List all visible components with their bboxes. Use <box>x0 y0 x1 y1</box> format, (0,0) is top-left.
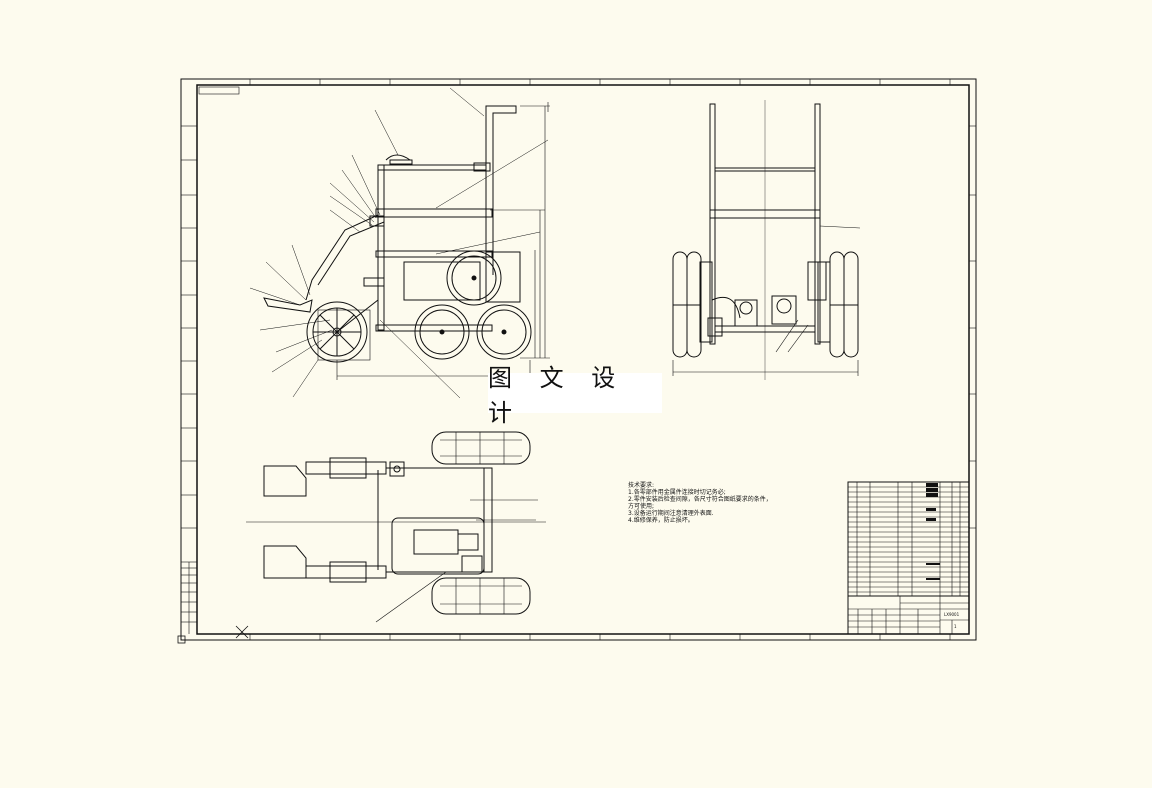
tech-note-line: 4.维修保养，防止损坏。 <box>628 517 694 524</box>
sheet-border <box>180 78 977 641</box>
tech-note-line: 2.零件安装后检查间隙，各尺寸符合图纸要求的条件， <box>628 496 772 503</box>
end-view <box>672 100 861 380</box>
tech-notes-title: 技术要求: <box>628 482 655 489</box>
drawing-code: LX9001 <box>944 612 960 617</box>
tech-note-line: 3.设备运行期间注意清理外表面. <box>628 510 714 517</box>
tech-note-line: 1.各零部件用金属件连接时切记务必; <box>628 489 726 496</box>
tech-note-line: 方可使用; <box>628 503 655 510</box>
watermark-label: 图 文 设 计 <box>488 364 662 427</box>
side-view <box>249 87 550 399</box>
parts-list-filled-cells <box>926 483 940 580</box>
corner-cross-mark <box>235 625 249 639</box>
technical-requirements: 技术要求: 1.各零部件用金属件连接时切记务必; 2.零件安装后检查间隙，各尺寸… <box>628 482 798 524</box>
top-view <box>246 431 546 623</box>
sheet-number: 1 <box>954 624 957 629</box>
border-zone-ticks <box>181 79 976 640</box>
parts-list-table <box>847 481 970 635</box>
